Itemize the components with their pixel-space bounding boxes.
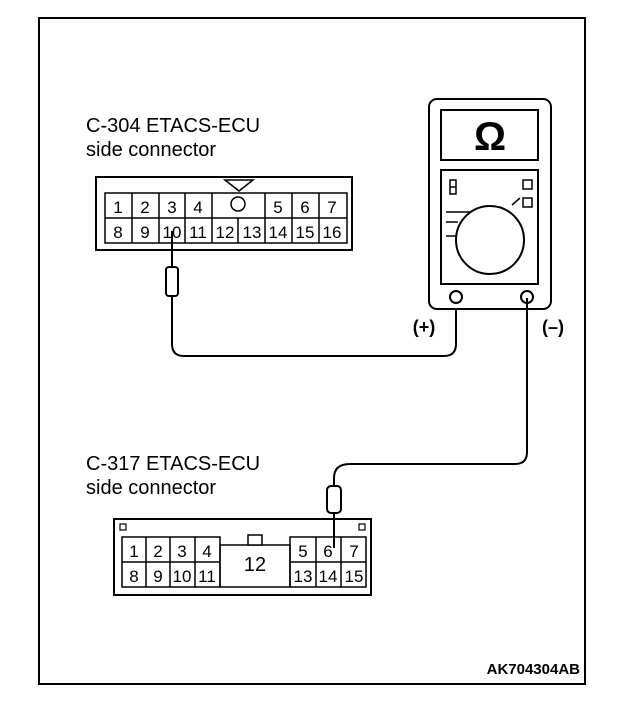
connector-a-title: C-304 ETACS-ECU: [86, 115, 260, 137]
connector-a-latch-icon: [222, 179, 256, 192]
connector-a: 1 2 3 4 5 6 7 8 9 10 11 12 13 14 15 16: [95, 176, 353, 251]
probe-negative: [326, 485, 342, 548]
pin-label: 11: [198, 567, 216, 586]
pin-label: 7: [349, 542, 358, 561]
pin-label: 2: [140, 198, 149, 217]
pin-label: 7: [327, 198, 336, 217]
mode-indicator-icon: [522, 197, 533, 208]
pin-label: 3: [177, 542, 186, 561]
ohm-symbol-icon: Ω: [474, 115, 506, 159]
connector-b-housing: [113, 518, 372, 596]
minus-label: (–): [542, 317, 564, 337]
pin-label: 4: [193, 198, 202, 217]
pin-label: 6: [300, 198, 309, 217]
pin-label: 10: [173, 567, 192, 586]
pin-label: 4: [202, 542, 211, 561]
pin-label: 16: [323, 223, 342, 242]
pin-label: 1: [113, 198, 122, 217]
connector-a-key-icon: [230, 196, 246, 212]
pin-label: 13: [294, 567, 313, 586]
pin-label: 8: [113, 223, 122, 242]
connector-b: 1 2 3 4 5 6 7 8 9 10 11 13 14 15 12: [113, 518, 372, 596]
pin-label: 14: [319, 567, 338, 586]
diagram-frame: [38, 17, 586, 685]
lead-negative: [333, 298, 528, 486]
positive-terminal-icon: [449, 290, 463, 304]
plus-label: (+): [413, 317, 436, 337]
pin-label: 14: [269, 223, 288, 242]
connector-b-subtitle: side connector: [86, 477, 216, 499]
pin-label: 5: [298, 542, 307, 561]
pin-label: 15: [296, 223, 315, 242]
pin-label: 12: [244, 554, 266, 576]
pin-label: 13: [243, 223, 262, 242]
pin-label: 12: [216, 223, 235, 242]
selector-dial-icon: [455, 205, 525, 275]
pin-label: 5: [273, 198, 282, 217]
connector-a-housing: [95, 176, 353, 251]
mode-indicator-icon: [522, 179, 533, 190]
connector-b-title: C-317 ETACS-ECU: [86, 453, 260, 475]
pin-label: 9: [153, 567, 162, 586]
pin-label: 3: [167, 198, 176, 217]
connector-a-subtitle: side connector: [86, 139, 216, 161]
pin-label: 9: [140, 223, 149, 242]
connector-b-latch-icon: [247, 534, 263, 546]
meter-display: [440, 109, 539, 161]
ohmmeter: Ω: [428, 98, 552, 310]
lead-positive: [171, 296, 457, 357]
pin-label: 2: [153, 542, 162, 561]
pin-label: 15: [345, 567, 364, 586]
pin-label: 6: [323, 542, 332, 561]
pin-label: 1: [129, 542, 138, 561]
pin-label: 11: [189, 223, 207, 242]
pin-label: 8: [129, 567, 138, 586]
figure-code: AK704304AB: [487, 661, 581, 678]
